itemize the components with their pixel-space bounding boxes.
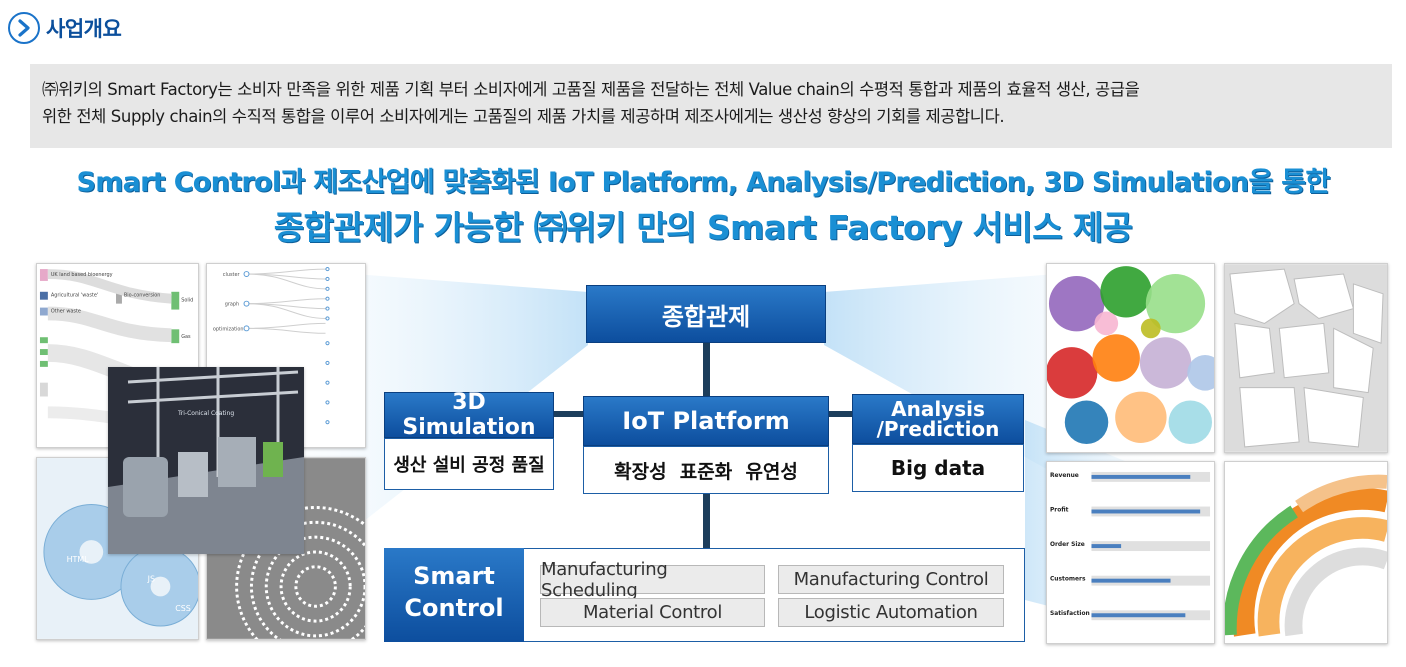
svg-text:HTML: HTML [67,555,90,564]
svg-text:Bio-conversion: Bio-conversion [124,293,161,299]
connector-sim-iot [554,411,586,417]
connector-iot-analysis [828,411,853,417]
intro-line-2: 위한 전체 Supply chain의 수직적 통합을 이루어 소비자에게는 고… [42,107,1005,126]
integrated-control-box: 종합관제 [586,285,826,343]
smart-control-title-line-2: Control [404,594,504,622]
smart-control-item-manufacturing-control: Manufacturing Control [778,565,1004,594]
iot-platform-title: IoT Platform [622,407,790,435]
iot-platform-desc-box: 확장성 표준화 유연성 [583,446,829,494]
sunburst-thumbnail [1224,461,1388,644]
svg-text:Other waste: Other waste [51,309,81,315]
svg-text:Customers: Customers [1050,577,1086,583]
section-header: 사업개요 [8,10,122,46]
svg-text:Solid: Solid [181,298,193,304]
svg-text:Satisfaction: Satisfaction [1050,611,1090,617]
chevron-right-icon [8,12,40,44]
svg-text:Tri-Conical Coating: Tri-Conical Coating [177,410,234,417]
intro-text-box: ㈜위키의 Smart Factory는 소비자 만족을 위한 제품 기획 부터 … [30,64,1392,148]
svg-text:Gas: Gas [181,334,191,340]
simulation-desc-box: 생산 설비 공정 품질 [384,438,554,490]
analysis-title-line-2: /Prediction [876,417,1000,441]
integrated-control-label: 종합관제 [661,302,751,331]
smart-control-title-line-1: Smart [413,562,495,590]
svg-text:Order Size: Order Size [1050,542,1085,548]
headline-line-1: Smart Control과 제조산업에 맞춤화된 IoT Platform, … [76,167,1330,198]
svg-text:UK land based bioenergy: UK land based bioenergy [51,272,113,278]
connector-top-iot [703,342,710,398]
factory-3d-thumbnail: Tri-Conical Coating [108,367,304,554]
simulation-title-box: 3D Simulation [384,390,554,440]
svg-text:JS: JS [147,575,155,584]
svg-text:Revenue: Revenue [1050,473,1079,479]
analysis-desc: Big data [890,456,986,480]
bubble-chart-thumbnail [1046,263,1215,453]
smart-control-title-box: Smart Control [384,548,524,642]
iot-platform-title-box: IoT Platform [583,396,829,446]
section-title: 사업개요 [46,17,122,41]
analysis-title-line-1: Analysis [891,397,985,421]
simulation-title: 3D Simulation [402,390,536,440]
smart-control-item-material-control: Material Control [540,598,765,627]
analysis-title-box: Analysis /Prediction [852,394,1024,444]
intro-line-1: ㈜위키의 Smart Factory는 소비자 만족을 위한 제품 기획 부터 … [42,80,1140,99]
svg-text:CSS: CSS [175,604,191,613]
connector-iot-control [703,493,710,550]
map-thumbnail [1224,263,1388,453]
iot-platform-desc: 확장성 표준화 유연성 [614,460,798,483]
svg-text:Profit: Profit [1050,507,1069,513]
smart-control-item-manufacturing-scheduling: Manufacturing Scheduling [540,559,765,601]
headline-line-2: 종합관제가 가능한 ㈜위키 만의 Smart Factory 서비스 제공 [273,208,1133,247]
analysis-desc-box: Big data [852,444,1024,492]
svg-text:graph: graph [225,302,239,308]
smart-control-item-logistic-automation: Logistic Automation [778,598,1004,627]
simulation-desc: 생산 설비 공정 품질 [393,455,545,476]
svg-text:optimization: optimization [213,326,244,332]
svg-text:Agricultural 'waste': Agricultural 'waste' [51,293,98,299]
svg-text:cluster: cluster [223,272,241,278]
